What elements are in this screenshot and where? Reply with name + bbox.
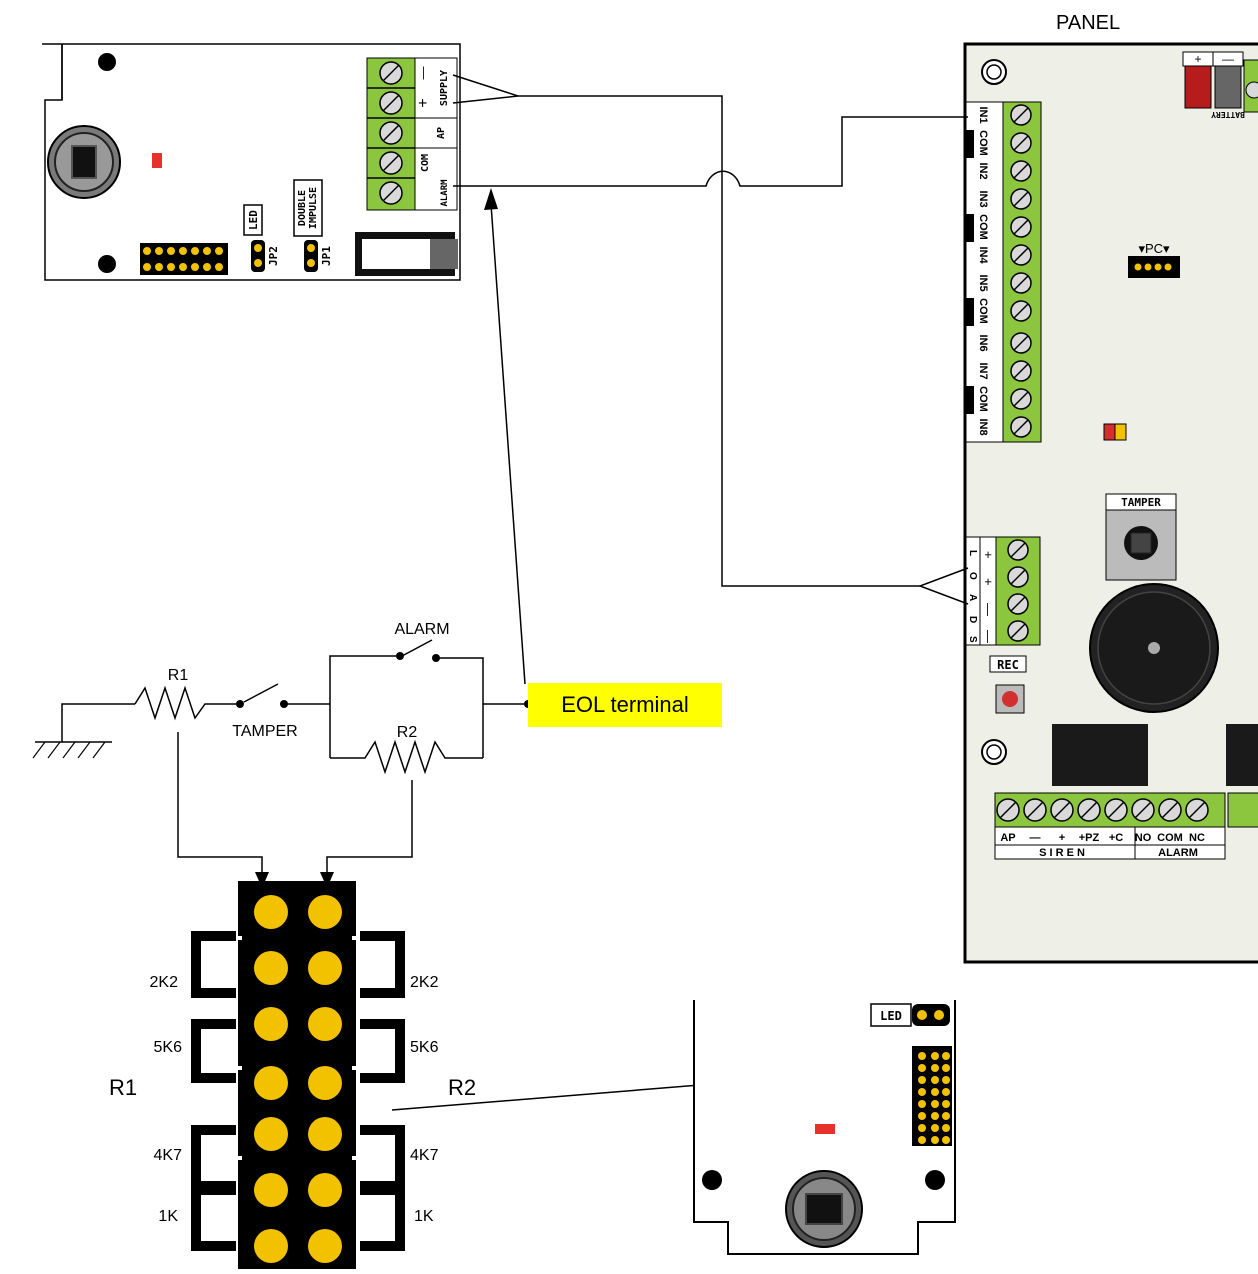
battery-label: BATTERY [1211, 110, 1245, 119]
input-label: IN8 [977, 418, 989, 435]
alarm-group-label: ALARM [1158, 847, 1198, 859]
battery-minus-label: — [1222, 52, 1234, 66]
jumper-r1-left-5k6: 5K6 [154, 1039, 183, 1056]
jumper-r2-right-1k: 1K [414, 1208, 434, 1225]
input-label: IN1 [977, 106, 989, 123]
detector-board: LED JP2 DOUBLE IMPULSE JP1 — + SUPPLY AP [42, 43, 461, 281]
supply-minus-label: — [415, 67, 430, 80]
input-label: IN3 [977, 190, 989, 207]
loads-letter: L [967, 550, 978, 556]
eol-schematic [32, 639, 886, 1111]
alarm-term: NO [1135, 832, 1152, 844]
input-label: COM [977, 386, 989, 412]
eol-terminal-label: EOL terminal [528, 683, 722, 727]
input-label: IN2 [977, 162, 989, 179]
jumper-r1-title: R1 [109, 1075, 137, 1100]
alarm-label: ALARM [440, 179, 450, 207]
siren-group-label: S I R E N [1039, 847, 1085, 859]
schematic-tamper-label: TAMPER [232, 723, 297, 740]
input-label: COM [977, 214, 989, 240]
double-label: DOUBLE [297, 190, 308, 226]
jumper-r2-title: R2 [448, 1075, 476, 1100]
rec-button[interactable] [1002, 691, 1018, 707]
jumper-r1-left-2k2: 2K2 [150, 974, 179, 991]
jumper-r2-right-4k7: 4K7 [410, 1147, 439, 1164]
panel-title: PANEL [1056, 12, 1121, 34]
led-indicator [152, 153, 162, 168]
loads-sign: + [981, 551, 996, 559]
com-label: COM [420, 154, 431, 172]
jumper-r1-left-4k7: 4K7 [154, 1147, 183, 1164]
alarm-panel: + — BATTERY IN1 COM [963, 42, 1258, 964]
schematic-alarm-label: ALARM [394, 621, 449, 638]
schematic-r2-label: R2 [397, 724, 418, 741]
input-terminals [1010, 104, 1032, 438]
tamper-switch-label: TAMPER [1121, 496, 1161, 509]
jp1-label: JP1 [320, 246, 333, 266]
siren-term: AP [1000, 832, 1015, 844]
jumper-r1-left-1k: 1K [158, 1208, 178, 1225]
siren-term: — [1030, 832, 1041, 844]
alarm-term: NC [1189, 832, 1205, 844]
input-label: COM [977, 130, 989, 156]
bottom-led-label: LED [880, 1009, 902, 1023]
input-labels: IN1 COM IN2 IN3 COM IN4 IN5 COM IN6 IN7 … [977, 106, 989, 435]
loads-sign: — [981, 630, 996, 643]
input-label: IN7 [977, 362, 989, 379]
alarm-term: COM [1157, 832, 1183, 844]
input-label: IN5 [977, 274, 989, 291]
loads-terminals [1007, 539, 1029, 642]
led-jumper-label: LED [247, 210, 260, 230]
jumper-r2-right-2k2: 2K2 [410, 974, 439, 991]
impulse-label: IMPULSE [308, 187, 319, 229]
loads-sign: + [981, 578, 996, 586]
supply-label: SUPPLY [439, 70, 450, 106]
ap-label: AP [436, 127, 447, 139]
siren-term: + [1059, 832, 1065, 844]
loads-sign: — [981, 603, 996, 616]
loads-letter: O [967, 572, 978, 580]
input-label: COM [977, 298, 989, 324]
detector-terminal-screws [367, 61, 415, 205]
detector-bottom-view: LED [693, 1000, 956, 1255]
wiring [452, 74, 969, 685]
jp2-label: JP2 [267, 246, 280, 266]
supply-plus-label: + [415, 98, 432, 107]
eol-arrow-head [484, 188, 498, 210]
jumper-r2-right-5k6: 5K6 [410, 1039, 439, 1056]
pc-label: ▾PC▾ [1138, 241, 1170, 256]
rec-label[interactable]: REC [997, 658, 1019, 672]
input-label: IN4 [977, 246, 989, 264]
siren-term: +C [1109, 832, 1123, 844]
battery-plus-label: + [1194, 52, 1201, 66]
loads-letter: S [967, 636, 978, 643]
siren-alarm-terminals [996, 798, 1209, 822]
loads-letter: A [967, 594, 978, 601]
input-label: IN6 [977, 334, 989, 351]
schematic-r1-label: R1 [168, 667, 189, 684]
resistor-jumper-block [191, 881, 405, 1269]
siren-term: +PZ [1079, 832, 1100, 844]
loads-letter: D [967, 616, 978, 623]
